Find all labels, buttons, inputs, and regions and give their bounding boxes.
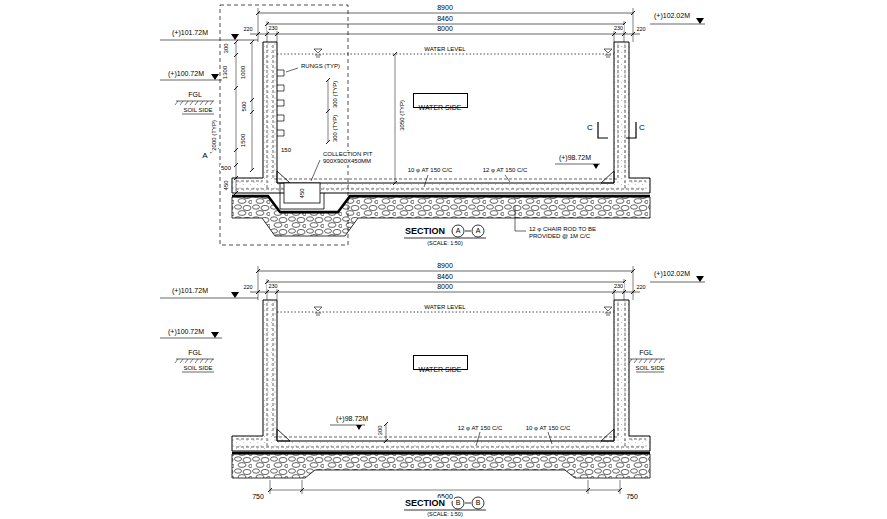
dimension-text: 1000 xyxy=(241,64,248,79)
dimension-text: 230 xyxy=(613,283,624,289)
zone-text: WATER SIDE xyxy=(419,104,462,112)
dimension-text: 220 xyxy=(635,26,646,32)
section-letter: A xyxy=(455,227,462,235)
section-a-tank xyxy=(160,8,705,193)
rebar-text: 12 φ AT 150 C/C xyxy=(457,425,504,432)
note-text: RUNGS (TYP) xyxy=(300,63,341,70)
level-text: (+)100.72M xyxy=(167,328,205,336)
dimension-text: 230 xyxy=(613,25,624,31)
section-letter: A xyxy=(475,227,482,235)
dimension-text: 300 (TYP) xyxy=(333,79,340,108)
dimension-text: 8900 xyxy=(436,4,454,12)
section-mark: C xyxy=(638,123,646,132)
dimension-text: 8000 xyxy=(436,25,454,33)
dimension-text: 220 xyxy=(635,284,646,290)
dimension-text: 3050 (TYP) xyxy=(399,99,406,132)
ground-lines xyxy=(330,359,665,425)
dimension-text: 150 xyxy=(280,147,292,154)
dimension-text: 220 xyxy=(242,26,253,32)
dimension-lines xyxy=(270,424,620,494)
rubble-layer xyxy=(232,454,650,478)
dimension-text: 1300 xyxy=(223,64,230,79)
rebar-text: 10 φ AT 150 C/C xyxy=(525,425,572,432)
dimension-text: 8460 xyxy=(436,15,454,23)
level-text: (+)102.02M xyxy=(653,12,691,20)
dimension-text: 500 xyxy=(241,100,248,112)
ground-text: FGL xyxy=(187,349,203,357)
rebar-text: 12 φ AT 150 C/C xyxy=(482,167,529,174)
membrane xyxy=(232,452,650,455)
level-text: (+)101.72M xyxy=(171,29,209,37)
scale-text: (SCALE: 1:50) xyxy=(426,511,463,517)
side-text: SOIL SIDE xyxy=(634,365,665,372)
level-text: (+)100.72M xyxy=(167,70,205,78)
detail-callout: A xyxy=(201,151,208,160)
dimension-text: 300 xyxy=(377,424,384,436)
section-a-details xyxy=(210,5,650,245)
section-cut-marks xyxy=(598,122,636,138)
zone-box: WATER SIDE xyxy=(413,355,468,370)
section-mark: C xyxy=(586,123,594,132)
section-circle xyxy=(472,497,484,509)
leader-lines xyxy=(476,432,552,446)
zone-box: WATER SIDE xyxy=(413,93,468,108)
dimension-text: 450 xyxy=(299,187,306,199)
rungs xyxy=(277,70,284,136)
ground-text: FGL xyxy=(638,349,654,357)
section-circle xyxy=(452,225,464,237)
dimension-ticks xyxy=(268,422,622,492)
level-marker xyxy=(593,164,599,169)
section-title: SECTION xyxy=(404,498,446,508)
dimension-text: 500 xyxy=(220,165,232,172)
water-level-text: WATER LEVEL xyxy=(423,304,466,311)
section-letter: B xyxy=(455,499,462,507)
dimension-text: 8460 xyxy=(436,273,454,281)
section-circle xyxy=(472,225,484,237)
dimension-text: 300 (TYP) xyxy=(333,113,340,142)
scale-text: (SCALE: 1:50) xyxy=(426,240,463,246)
rebar-text: 10 φ AT 150 C/C xyxy=(407,167,454,174)
note-text: COLLECTION PIT 900X900X450MM xyxy=(322,151,384,165)
dimension-text: 450 xyxy=(223,179,230,191)
zone-text: WATER SIDE xyxy=(419,366,462,374)
section-title: SECTION xyxy=(404,226,446,236)
section-b-details xyxy=(232,359,665,510)
section-letter: B xyxy=(475,499,482,507)
dimension-text: 750 xyxy=(251,493,265,501)
dimension-text: 2000 (TYP) xyxy=(211,119,218,152)
dimension-text: 300 xyxy=(223,42,230,54)
section-circle xyxy=(452,497,464,509)
water-level-text: WATER LEVEL xyxy=(423,46,466,53)
dimension-ticks xyxy=(234,40,397,195)
leader-lines xyxy=(210,68,526,231)
level-text: (+)102.02M xyxy=(653,270,691,278)
section-b-tank xyxy=(160,266,705,451)
side-text: SOIL SIDE xyxy=(182,365,213,372)
dimension-text: 230 xyxy=(267,25,278,31)
ground-hatch xyxy=(629,359,662,363)
collection-pit xyxy=(284,183,320,203)
note-text: 12 φ CHAIR ROD TO BE PROVIDED @ 1M C/C xyxy=(528,226,610,240)
level-text: (+)98.72M xyxy=(558,154,592,162)
dimension-text: 750 xyxy=(625,493,639,501)
dimension-text: 8000 xyxy=(436,283,454,291)
pit-slab xyxy=(280,183,324,209)
level-text: (+)98.72M xyxy=(335,415,369,423)
side-text: SOIL SIDE xyxy=(182,107,213,114)
ground-text: FGL xyxy=(187,91,203,99)
dimension-text: 220 xyxy=(242,284,253,290)
detail-boundary xyxy=(220,5,348,245)
dimension-text: 8900 xyxy=(436,262,454,270)
dimension-text: 1500 xyxy=(241,132,248,147)
level-marker xyxy=(356,425,362,430)
level-text: (+)101.72M xyxy=(171,287,209,295)
dimension-text: 230 xyxy=(267,283,278,289)
